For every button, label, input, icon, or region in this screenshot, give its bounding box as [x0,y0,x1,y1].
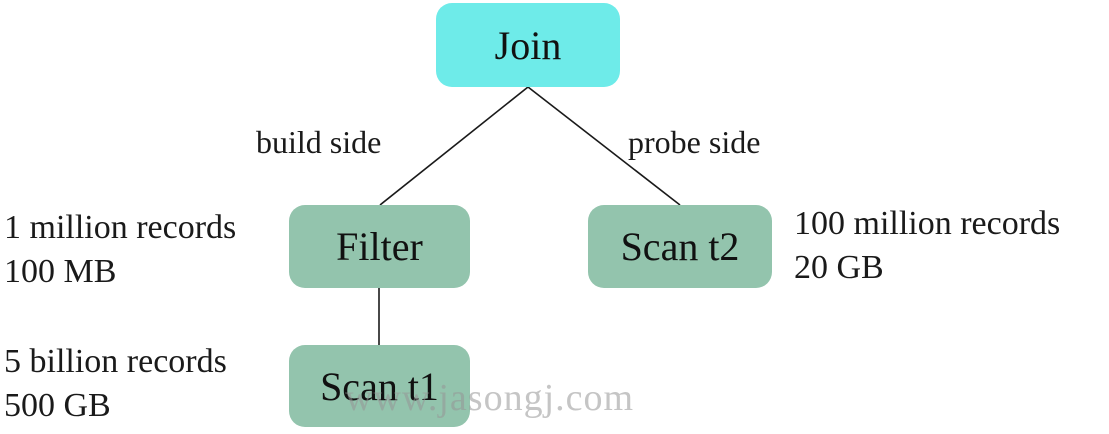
probe-side-label: probe side [628,124,761,160]
edge-join-scan-t2 [527,86,681,206]
scan-t2-records: 100 million records [794,205,1061,242]
filter-records: 1 million records [4,209,237,246]
scan-t2-stats: 100 million records 20 GB [794,202,1060,290]
scan-t1-records: 5 billion records [4,343,227,380]
filter-stats: 1 million records 100 MB [4,206,236,294]
edge-join-filter [379,86,529,206]
filter-node: Filter [289,205,470,288]
scan-t1-size: 500 GB [4,387,111,424]
build-side-label: build side [256,124,382,160]
join-node: Join [436,3,620,87]
scan-t2-size: 20 GB [794,249,884,286]
scan-t1-node: Scan t1 [289,345,470,427]
filter-size: 100 MB [4,253,117,290]
scan-t2-node: Scan t2 [588,205,772,288]
scan-t1-stats: 5 billion records 500 GB [4,340,227,428]
watermark: www.jasongj.com [345,377,635,419]
